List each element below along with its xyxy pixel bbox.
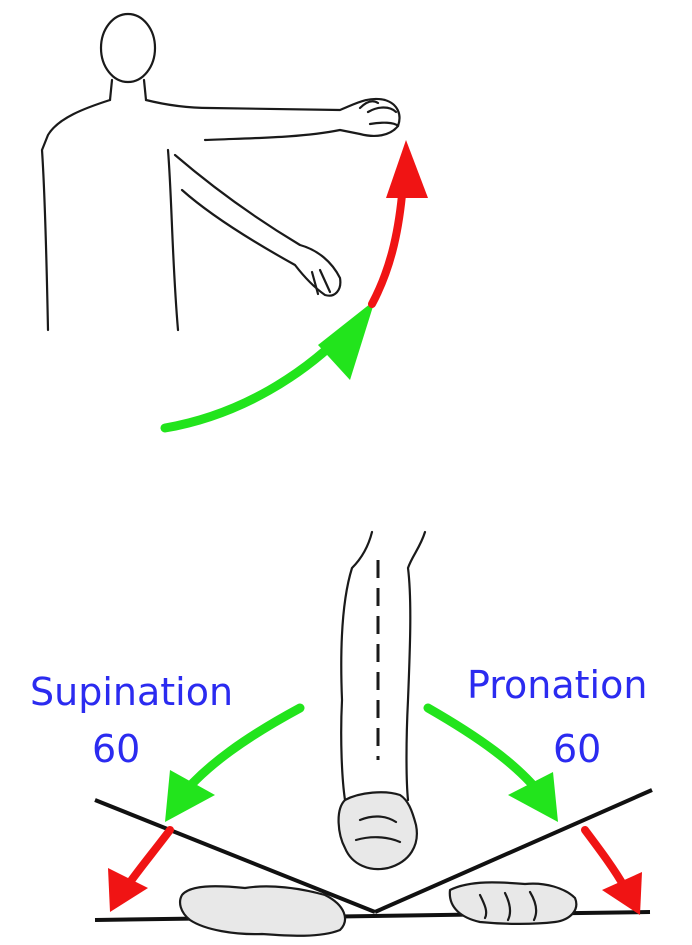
hand-pronated — [450, 882, 576, 924]
figure-raised-arm — [146, 99, 399, 140]
figure-neck-right — [144, 80, 146, 100]
abduction-red-arrowhead — [386, 140, 428, 198]
supination-red-arrowhead — [108, 868, 148, 912]
pronation-red-arc — [585, 830, 625, 888]
forearm-neutral — [339, 532, 425, 869]
supination-red-arc — [128, 830, 170, 885]
figure-head — [101, 14, 155, 82]
fist — [339, 792, 417, 869]
supination-label: Supination — [30, 670, 233, 714]
abduction-green-arrowhead — [318, 300, 375, 380]
supination-green-arrowhead — [165, 770, 215, 822]
figure-lowered-arm — [175, 155, 340, 296]
supination-value: 60 — [92, 727, 140, 771]
hand-supinated — [180, 886, 345, 936]
pronation-label: Pronation — [467, 663, 647, 707]
figure-torso-right — [168, 150, 178, 330]
figure-lowered-fingers — [312, 270, 330, 294]
figure-torso-left — [42, 100, 110, 330]
abduction-red-arc — [372, 195, 402, 304]
figure-neck-left — [110, 80, 112, 100]
pronation-value: 60 — [553, 727, 601, 771]
standing-figure — [42, 14, 399, 330]
